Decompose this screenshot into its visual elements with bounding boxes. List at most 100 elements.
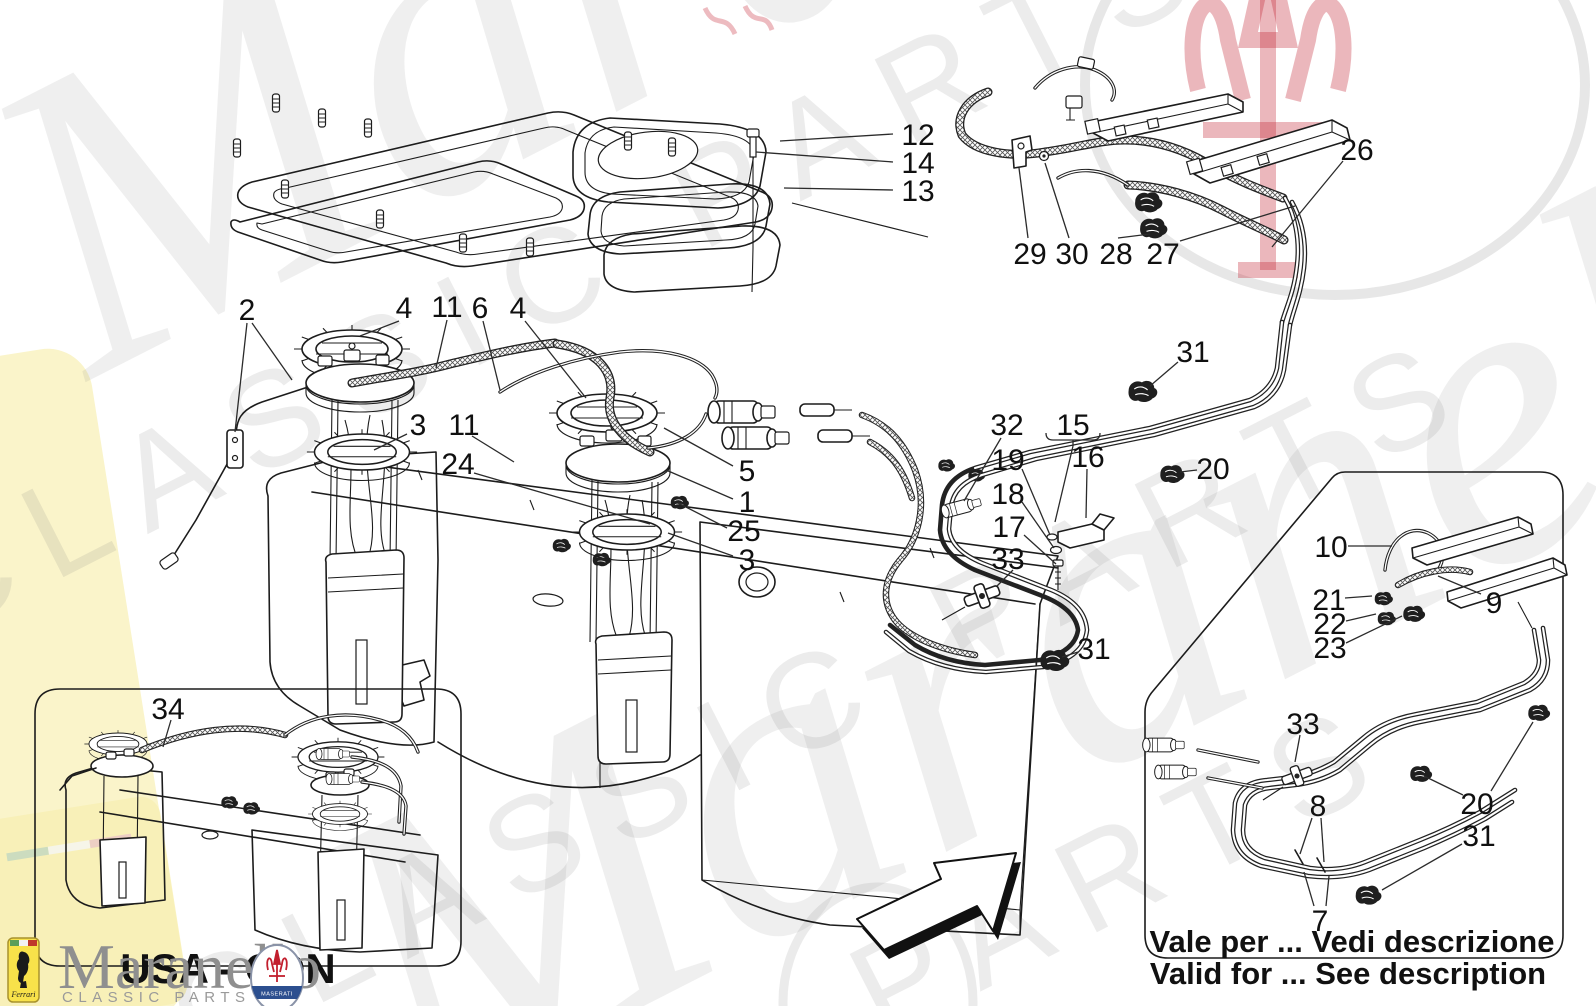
flange-cover-assembly (572, 117, 929, 293)
tank-top-gasket-frames (230, 93, 774, 268)
callout-1: 1 (739, 486, 756, 519)
clip-28a (1134, 191, 1163, 213)
leader-line-32 (963, 437, 1002, 502)
callout-33: 33 (1286, 708, 1319, 741)
leader-line-16 (1085, 468, 1088, 519)
callout-31: 31 (1176, 336, 1209, 369)
valid-for-caption-en: Valid for ... See description (1150, 956, 1546, 991)
callout-5: 5 (739, 455, 756, 488)
valid-for-inset-box (1144, 471, 1564, 959)
leader-line-33 (1294, 734, 1301, 763)
leader-line-23 (1345, 615, 1403, 644)
leader-line-2 (234, 322, 248, 433)
pump-flange-right (565, 443, 671, 483)
leader-line-9 (1437, 575, 1482, 595)
clip-20-inset-a (1527, 704, 1551, 722)
clip-20-inset-b (1409, 765, 1433, 783)
callout-31: 31 (1077, 633, 1110, 666)
ferrari-shield-logo: Ferrari (7, 937, 40, 1003)
leader-line-29 (1018, 167, 1029, 239)
valid-for-inset (1142, 471, 1568, 959)
callout-17: 17 (992, 511, 1025, 544)
callout-18: 18 (991, 478, 1024, 511)
leader-line-26 (1271, 160, 1344, 248)
leader-line-19 (1021, 468, 1051, 536)
red-watermark-fragment (702, 4, 775, 36)
callout-20: 20 (1460, 788, 1493, 821)
callout-12: 12 (901, 119, 934, 152)
leader-line-27 (1179, 205, 1296, 242)
callout-26: 26 (1340, 134, 1373, 167)
pump-harness-hoses (347, 338, 870, 457)
callout-34: 34 (151, 693, 184, 726)
pump-cup-right (594, 631, 673, 765)
leader-line-20 (1423, 775, 1464, 796)
callout-28: 28 (1099, 238, 1132, 271)
usa-tank-drawing (59, 713, 439, 953)
callout-32: 32 (990, 409, 1023, 442)
fuel-rails-and-hoses (955, 56, 1351, 328)
callout-20: 20 (1196, 453, 1229, 486)
callout-9: 9 (1486, 587, 1503, 620)
callout-3: 3 (739, 544, 756, 577)
leader-line-28 (1117, 233, 1151, 239)
pump-cup-left (324, 549, 405, 725)
leader-line-31 (1061, 651, 1079, 658)
maserati-badge-label: MASERATI (261, 992, 293, 998)
bolt-17 (1052, 559, 1064, 590)
callout-6: 6 (472, 292, 489, 325)
clip-31-inset (1355, 885, 1382, 906)
leader-line-13 (783, 187, 894, 191)
callout-11: 11 (431, 291, 462, 324)
callout-4: 4 (396, 292, 413, 325)
leader-line-1 (665, 469, 734, 500)
leader-line-17 (1023, 534, 1057, 565)
leader-line-6 (482, 320, 501, 391)
prancing-horse-icon (16, 951, 30, 988)
maserati-logo: MASERATI (250, 944, 304, 1006)
diagram-layer (34, 56, 1568, 967)
callout-14: 14 (901, 147, 934, 180)
callout-2: 2 (239, 294, 256, 327)
callout-29: 29 (1013, 238, 1046, 271)
leader-line-31 (1149, 361, 1179, 387)
leader-line-12 (779, 133, 894, 142)
leader-line-22 (1345, 613, 1377, 622)
leader-line-3 (667, 532, 734, 557)
callout-19: 19 (991, 444, 1024, 477)
clip-29 (1011, 135, 1033, 169)
callout-16: 16 (1071, 441, 1104, 474)
leader-line-7 (1303, 871, 1315, 907)
leader-line-8 (1299, 817, 1313, 855)
usa-cdn-inset (34, 688, 462, 967)
sender-bracket (226, 429, 244, 469)
usa-cdn-inset-box (34, 688, 462, 967)
valid-for-drawing (1142, 516, 1568, 906)
callout-10: 10 (1314, 531, 1347, 564)
callout-4: 4 (510, 292, 527, 325)
leader-line-18 (1021, 501, 1055, 549)
callout-30: 30 (1055, 238, 1088, 271)
maserati-oval-watermark-bottom (778, 882, 978, 1006)
leader-line-14 (755, 151, 894, 163)
leader-line-25 (677, 502, 728, 529)
callout-11: 11 (448, 409, 479, 442)
callout-25: 25 (727, 515, 760, 548)
leader-line-34 (162, 719, 172, 748)
leader-line-21 (1344, 595, 1373, 599)
leader-line-2 (251, 322, 293, 381)
callout-23: 23 (1313, 632, 1346, 665)
leader-line-3 (373, 433, 408, 451)
leader-line-20 (1179, 469, 1198, 473)
callout-13: 13 (901, 175, 934, 208)
leader-line-7 (1325, 875, 1330, 907)
ferrari-badge-label: Ferrari (11, 990, 36, 999)
leader-line-24 (473, 472, 651, 525)
maserati-trident-icon (266, 949, 288, 982)
callout-15: 15 (1056, 409, 1089, 442)
center-fuel-lines (858, 319, 1293, 675)
maserati-oval-watermark-top (1080, 0, 1590, 300)
quick-connector-2 (721, 426, 790, 450)
callout-27: 27 (1146, 238, 1179, 271)
